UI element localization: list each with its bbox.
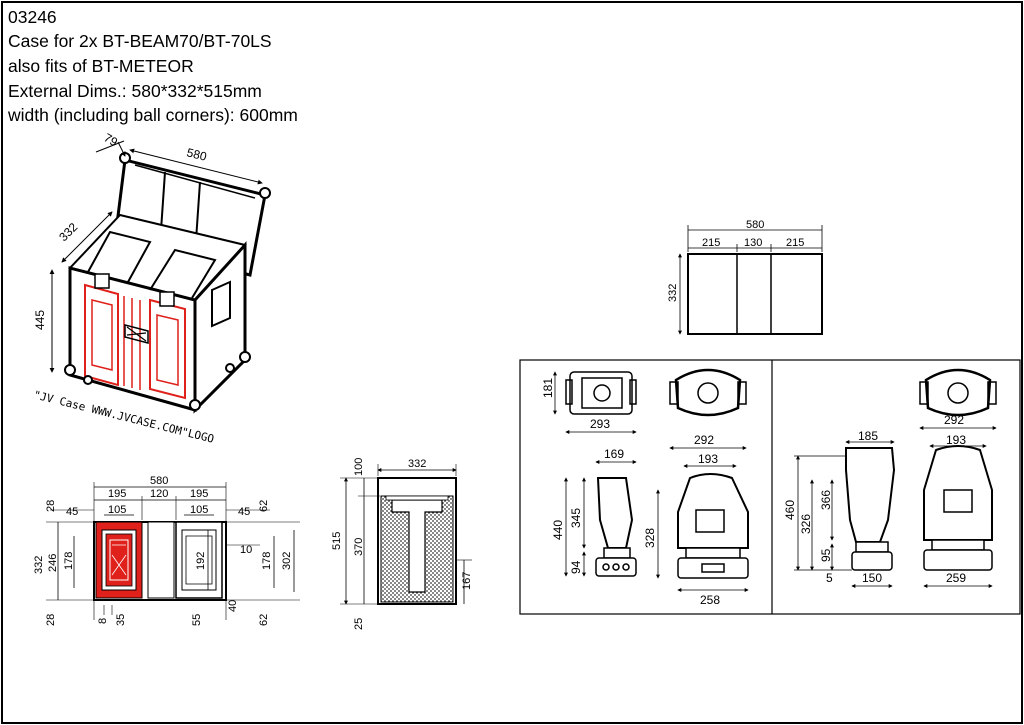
section-right: 167 — [461, 572, 473, 590]
plan-inner-b: 105 — [190, 504, 208, 516]
product-code: 03246 — [8, 7, 57, 27]
plan-bot-55: 55 — [191, 614, 203, 626]
plan-right-62b: 62 — [258, 614, 270, 626]
fix-a-181: 181 — [541, 378, 555, 398]
fixture-a-dims — [553, 371, 749, 592]
iso-dimensions — [49, 140, 263, 373]
top-dim-mid: 130 — [744, 237, 762, 249]
plan-left-332: 332 — [33, 556, 45, 574]
fixture-panel-frame — [519, 359, 1021, 615]
plan-right-302: 302 — [281, 552, 293, 570]
section-bottom: 25 — [353, 618, 365, 630]
title-line-1: Case for 2x BT-BEAM70/BT-70LS — [8, 31, 272, 51]
plan-left-28: 28 — [45, 500, 57, 512]
plan-top-b: 120 — [150, 488, 168, 500]
title-line-2: also fits of BT-METEOR — [8, 56, 194, 76]
iso-dim-width: 580 — [185, 145, 208, 164]
title-line-4: width (including ball corners): 600mm — [8, 105, 298, 125]
fixture-b-drawings — [845, 368, 997, 571]
fix-a-293: 293 — [590, 417, 610, 431]
plan-bot-8: 8 — [97, 618, 109, 624]
fix-a-258: 258 — [700, 593, 720, 607]
plan-bot-40: 40 — [227, 600, 239, 612]
fixture-b-dims — [794, 426, 997, 588]
plan-right-192: 192 — [195, 552, 207, 570]
fix-a-440: 440 — [551, 520, 565, 540]
top-dim-total: 580 — [746, 219, 764, 231]
fix-b-366: 366 — [819, 490, 833, 510]
fix-b-95: 95 — [819, 548, 833, 562]
fix-b-193: 193 — [946, 433, 966, 447]
plan-bot-35: 35 — [115, 614, 127, 626]
fix-b-5: 5 — [826, 571, 833, 585]
fix-b-259: 259 — [946, 571, 966, 585]
fix-b-185: 185 — [858, 429, 878, 443]
plan-view — [46, 482, 300, 620]
fix-b-292: 292 — [944, 413, 964, 427]
section-height: 515 — [331, 532, 343, 550]
section-top: 100 — [353, 458, 365, 476]
fix-a-328: 328 — [643, 528, 657, 548]
plan-inner-a: 105 — [108, 504, 126, 516]
plan-right-10: 10 — [240, 544, 252, 556]
fix-a-193: 193 — [698, 452, 718, 466]
plan-left-246: 246 — [47, 554, 59, 572]
fix-b-326: 326 — [799, 514, 813, 534]
fix-b-460: 460 — [783, 500, 797, 520]
section-view — [340, 464, 472, 605]
fix-a-94: 94 — [569, 560, 583, 574]
top-dim-right: 215 — [786, 237, 804, 249]
top-view — [678, 225, 823, 335]
title-line-3: External Dims.: 580*332*515mm — [8, 81, 262, 101]
section-mid: 370 — [353, 538, 365, 556]
plan-top-c: 195 — [190, 488, 208, 500]
plan-left-178: 178 — [63, 552, 75, 570]
plan-top-a: 195 — [108, 488, 126, 500]
fix-a-292: 292 — [694, 433, 714, 447]
fix-b-150: 150 — [862, 571, 882, 585]
iso-case-view — [64, 152, 271, 414]
iso-dim-depth: 332 — [56, 220, 80, 244]
iso-dim-height: 445 — [33, 310, 47, 330]
section-width: 332 — [408, 458, 426, 470]
plan-right-62: 62 — [258, 500, 270, 512]
plan-right-178: 178 — [261, 552, 273, 570]
top-dim-left: 215 — [702, 237, 720, 249]
fixture-a-drawings — [565, 368, 749, 579]
plan-left-28b: 28 — [45, 614, 57, 626]
iso-dim-lid: 79 — [102, 130, 121, 149]
top-dim-depth: 332 — [667, 284, 679, 302]
plan-top-total: 580 — [150, 475, 168, 487]
plan-right-45: 45 — [238, 506, 250, 518]
fix-a-345: 345 — [569, 508, 583, 528]
fix-a-169: 169 — [604, 447, 624, 461]
plan-left-45: 45 — [66, 506, 78, 518]
